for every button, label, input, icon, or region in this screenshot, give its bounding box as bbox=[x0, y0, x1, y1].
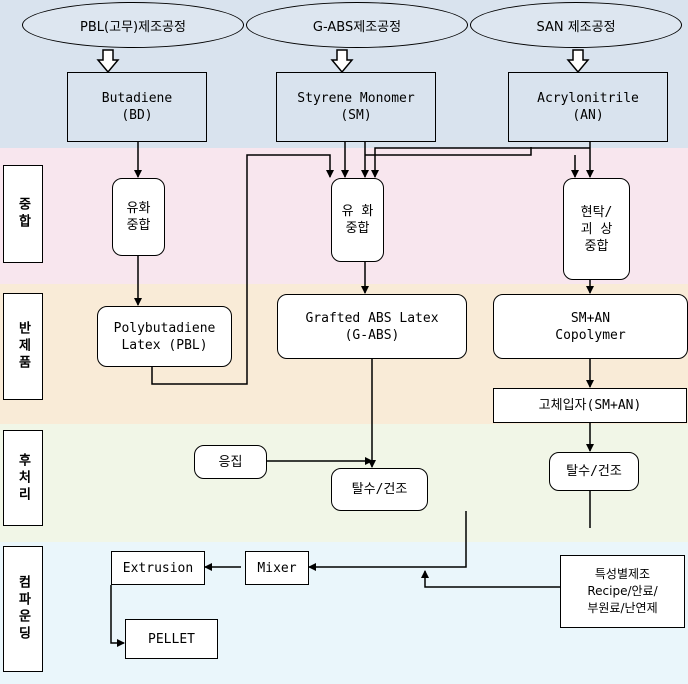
stage-compounding: 컴파운딩 bbox=[3, 546, 43, 672]
material-bd: Butadiene (BD) bbox=[67, 72, 207, 142]
process-gabs: G-ABS제조공정 bbox=[246, 2, 468, 48]
stage-polymerization: 중합 bbox=[3, 165, 43, 263]
hollow-arrow-gabs bbox=[330, 49, 354, 74]
node-suspension: 현탁/ 괴 상 중합 bbox=[563, 178, 630, 280]
node-mixer: Mixer bbox=[245, 551, 309, 585]
node-copolymer: SM+AN Copolymer bbox=[493, 294, 688, 359]
node-coagulation: 응집 bbox=[194, 445, 267, 479]
node-emulsion-2: 유 화 중합 bbox=[331, 178, 384, 262]
process-pbl: PBL(고무)제조공정 bbox=[22, 2, 244, 48]
node-dewater-1: 탈수/건조 bbox=[331, 468, 428, 511]
hollow-arrow-pbl bbox=[96, 49, 120, 74]
node-emulsion-1: 유화 중합 bbox=[112, 178, 165, 256]
process-san: SAN 제조공정 bbox=[470, 2, 682, 48]
node-pbl-latex: Polybutadiene Latex (PBL) bbox=[97, 306, 232, 367]
hollow-arrow-san bbox=[566, 49, 590, 74]
stage-post-treatment: 후처리 bbox=[3, 430, 43, 526]
node-gabs-latex: Grafted ABS Latex (G-ABS) bbox=[277, 294, 467, 359]
node-solid-particle: 고체입자(SM+AN) bbox=[493, 388, 687, 423]
stage-intermediate: 반제품 bbox=[3, 293, 43, 400]
material-sm: Styrene Monomer (SM) bbox=[276, 72, 436, 142]
node-extrusion: Extrusion bbox=[111, 551, 205, 585]
material-an: Acrylonitrile (AN) bbox=[508, 72, 668, 142]
node-recipe: 특성별제조 Recipe/안료/ 부원료/난연제 bbox=[560, 555, 685, 628]
node-dewater-2: 탈수/건조 bbox=[549, 452, 639, 491]
node-pellet: PELLET bbox=[125, 619, 218, 659]
